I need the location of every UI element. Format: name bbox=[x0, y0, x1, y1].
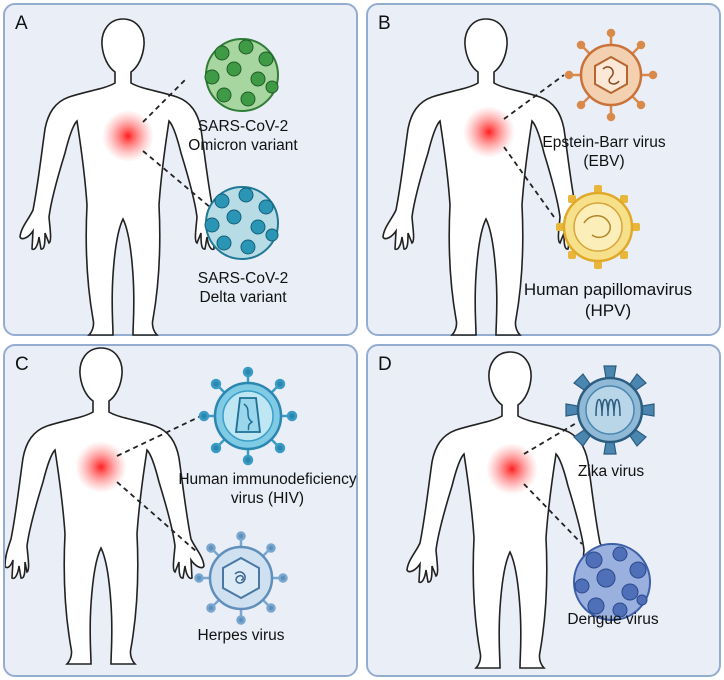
connector-line-upper bbox=[503, 74, 565, 120]
connector-line-lower bbox=[142, 150, 218, 214]
panel-letter: B bbox=[378, 13, 391, 34]
hpv-virus-icon bbox=[556, 185, 640, 269]
hiv-virus-icon bbox=[198, 366, 298, 466]
connector-line-lower bbox=[523, 483, 583, 545]
virus-label-lower: SARS-CoV-2 Delta variant bbox=[197, 270, 289, 306]
herpes-virus-icon bbox=[194, 531, 288, 625]
panel-d-figure bbox=[406, 351, 655, 669]
infection-spot bbox=[463, 106, 515, 158]
ebv-virus-icon bbox=[564, 28, 658, 122]
panel-c: C bbox=[3, 344, 358, 677]
panel-a-figure bbox=[19, 18, 279, 336]
panel-letter: A bbox=[15, 13, 28, 34]
virus-label-lower: Herpes virus bbox=[197, 627, 285, 644]
panel-letter: C bbox=[15, 354, 29, 375]
omicron-virus-icon bbox=[204, 38, 279, 112]
panel-b-figure bbox=[382, 18, 658, 336]
virus-label-lower: Dengue virus bbox=[567, 611, 659, 628]
virus-label-upper: Human immunodeficiency virus (HIV) bbox=[178, 471, 357, 507]
panel-letter: D bbox=[378, 354, 392, 375]
dengue-virus-icon bbox=[573, 543, 651, 621]
virus-label-upper: Epstein-Barr virus (EBV) bbox=[542, 134, 666, 170]
virus-label-upper: SARS-CoV-2 Omicron variant bbox=[188, 118, 298, 154]
panel-d: D bbox=[366, 344, 721, 677]
zika-virus-icon bbox=[565, 365, 655, 455]
human-body-outline bbox=[5, 347, 205, 665]
panel-a: A bbox=[3, 3, 358, 336]
infection-spot bbox=[102, 110, 154, 162]
virus-label-lower: Human papillomavirus (HPV) bbox=[523, 280, 693, 320]
infection-spot bbox=[486, 443, 538, 495]
connector-line-upper bbox=[116, 415, 202, 457]
panel-b: B bbox=[366, 3, 721, 336]
panel-c-figure bbox=[5, 347, 298, 665]
connector-line-upper bbox=[523, 421, 579, 455]
connector-line-upper bbox=[142, 79, 186, 123]
delta-virus-icon bbox=[204, 186, 279, 260]
infection-spot bbox=[75, 441, 127, 493]
virus-label-upper: Zika virus bbox=[577, 463, 645, 480]
